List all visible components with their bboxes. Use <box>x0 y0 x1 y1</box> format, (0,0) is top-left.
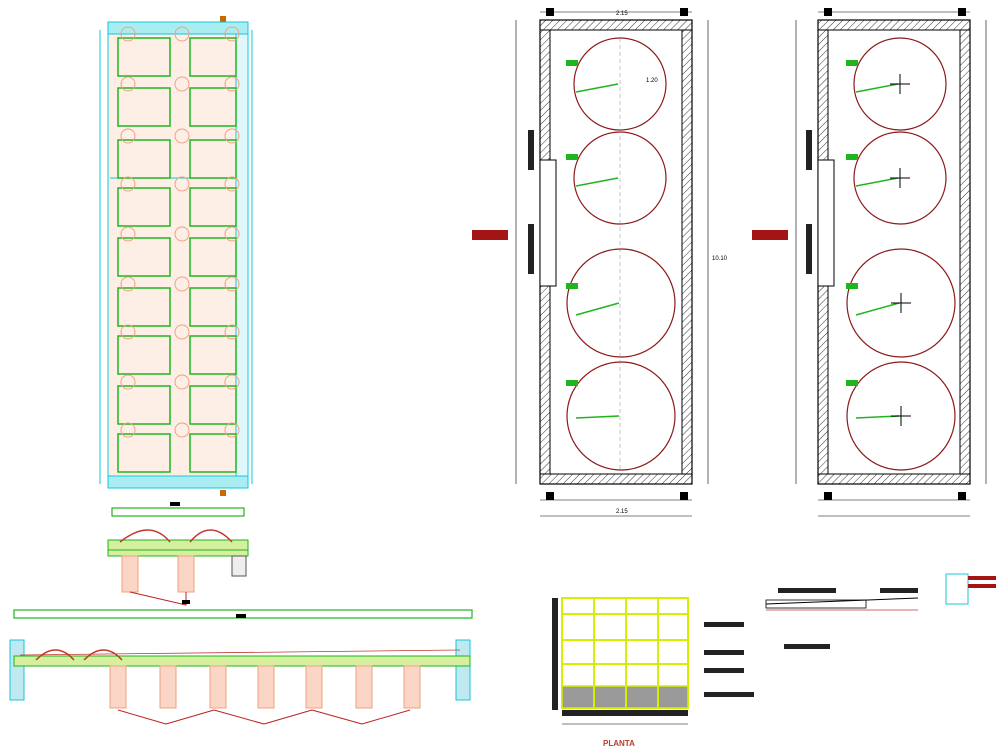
pile-tie-line <box>311 709 363 725</box>
grid-node <box>224 324 240 340</box>
grid-cell <box>189 139 237 179</box>
tank-left-circle-dim: 1.20 <box>646 78 658 84</box>
long-section-piles <box>109 665 421 725</box>
planta-title: PLANTA <box>603 739 635 748</box>
grid-cell <box>189 385 237 425</box>
grid-node <box>174 128 190 144</box>
grid-cell <box>189 37 237 77</box>
grid-cell <box>117 335 171 375</box>
grid-cell <box>189 433 237 473</box>
planta-detail <box>552 597 754 725</box>
pile-tie-line <box>117 709 167 725</box>
grid-node <box>224 176 240 192</box>
grid-node <box>174 422 190 438</box>
grid-node <box>120 226 136 242</box>
tall-grid-plan <box>99 16 253 496</box>
pile-tie-line <box>165 709 215 725</box>
pile <box>403 665 421 709</box>
grid-node <box>224 226 240 242</box>
grid-node <box>224 374 240 390</box>
pile-tie-line <box>213 709 265 725</box>
grid-node <box>224 422 240 438</box>
grid-cell <box>117 237 171 277</box>
grid-cells <box>117 26 240 473</box>
grid-node <box>174 76 190 92</box>
grid-node <box>224 128 240 144</box>
tank-left-height-dim: 10.10 <box>712 256 728 262</box>
grid-node <box>174 26 190 42</box>
pile <box>355 665 373 709</box>
grid-cell <box>189 187 237 227</box>
small-section <box>107 502 249 606</box>
grid-node <box>224 26 240 42</box>
grid-node <box>174 226 190 242</box>
grid-node <box>120 76 136 92</box>
pile <box>159 665 177 709</box>
grid-node <box>120 324 136 340</box>
grid-cell <box>117 37 171 77</box>
grid-node <box>174 176 190 192</box>
tank-left-width-bottom-dim: 2.15 <box>616 509 628 515</box>
tank-left-width-top-dim: 2.15 <box>616 11 628 17</box>
pile <box>109 665 127 709</box>
grid-cell <box>117 139 171 179</box>
grid-cell <box>117 187 171 227</box>
pile <box>257 665 275 709</box>
grid-node <box>174 324 190 340</box>
grid-cell <box>189 237 237 277</box>
grid-cell <box>189 87 237 127</box>
grid-node <box>224 276 240 292</box>
grid-cell <box>189 335 237 375</box>
grid-node <box>120 26 136 42</box>
grid-cell <box>117 87 171 127</box>
tank-plan-right <box>752 8 987 517</box>
grid-node <box>120 276 136 292</box>
grid-cell <box>189 287 237 327</box>
long-section <box>9 609 473 725</box>
grid-node <box>120 176 136 192</box>
grid-node <box>120 422 136 438</box>
grid-node <box>120 128 136 144</box>
grid-cell <box>117 287 171 327</box>
pile <box>209 665 227 709</box>
small-section-details <box>765 573 996 649</box>
pile-tie-line <box>361 709 411 725</box>
grid-cell <box>117 385 171 425</box>
grid-node <box>120 374 136 390</box>
grid-node <box>174 374 190 390</box>
pile-tie-line <box>263 709 313 725</box>
grid-node <box>174 276 190 292</box>
pile <box>305 665 323 709</box>
grid-node <box>224 76 240 92</box>
tank-plan-left <box>472 8 709 517</box>
grid-cell <box>117 433 171 473</box>
